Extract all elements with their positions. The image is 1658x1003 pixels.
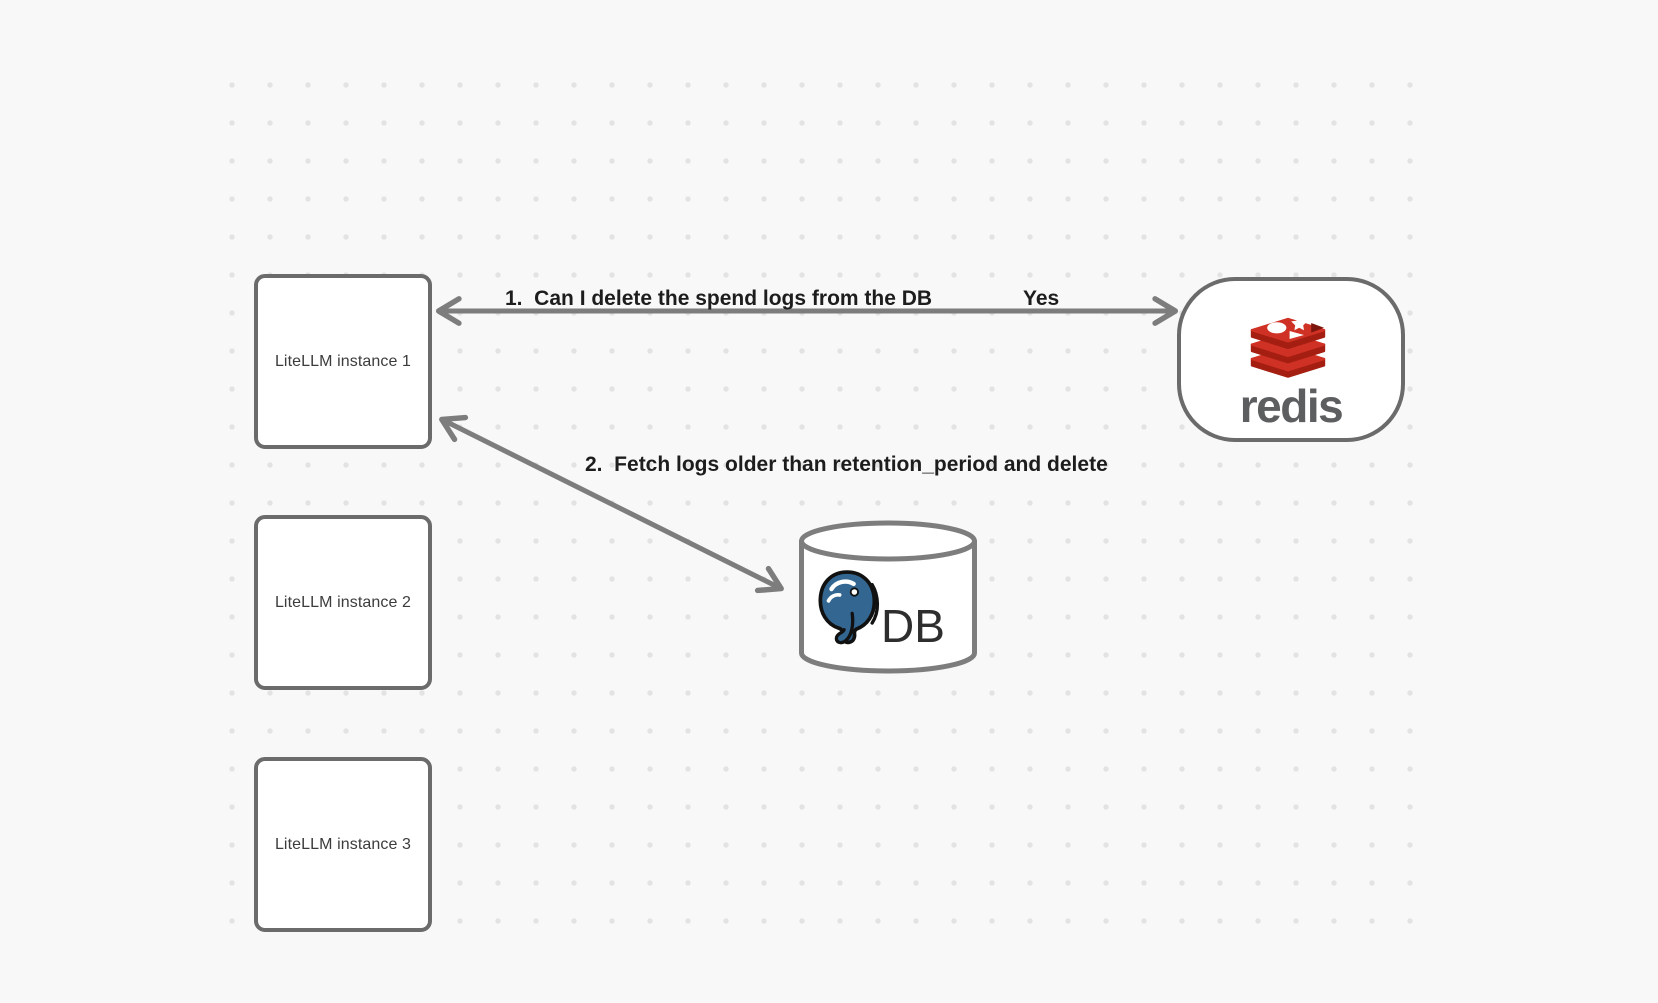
redis-logo-icon bbox=[1250, 315, 1326, 378]
edge-1-response-label: Yes bbox=[1023, 287, 1060, 310]
node-database: DB bbox=[798, 520, 978, 674]
litellm-instance-1-label: LiteLLM instance 1 bbox=[274, 352, 412, 370]
litellm-instance-2-label: LiteLLM instance 2 bbox=[274, 593, 412, 611]
postgresql-elephant-icon bbox=[818, 570, 880, 645]
node-redis: redis bbox=[1177, 277, 1405, 442]
redis-wordmark: redis bbox=[1239, 380, 1344, 432]
node-litellm-instance-1: LiteLLM instance 1 bbox=[254, 274, 432, 449]
node-litellm-instance-2: LiteLLM instance 2 bbox=[254, 515, 432, 690]
node-litellm-instance-3: LiteLLM instance 3 bbox=[254, 757, 432, 932]
edge-2-label: 2. Fetch logs older than retention_perio… bbox=[585, 453, 1108, 476]
edge-1-label: 1. Can I delete the spend logs from the … bbox=[505, 287, 933, 310]
db-label: DB bbox=[881, 600, 945, 652]
litellm-instance-3-label: LiteLLM instance 3 bbox=[274, 835, 412, 853]
